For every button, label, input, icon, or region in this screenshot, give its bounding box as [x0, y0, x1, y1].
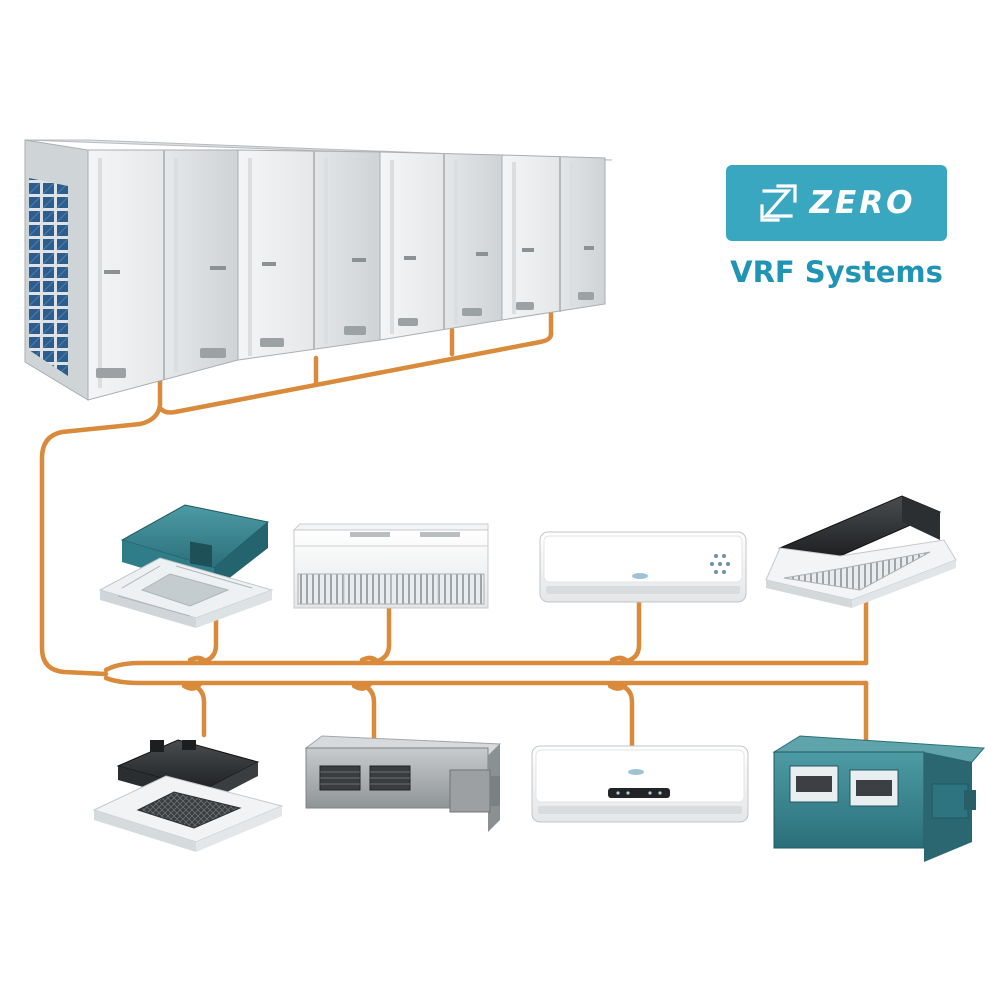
- ducted-unit-icon: [304, 735, 502, 832]
- brand-name: ZERO: [809, 185, 916, 221]
- compact-cassette-unit-icon: [92, 739, 284, 852]
- wall-mounted-unit-icon: [531, 745, 749, 823]
- brand-logo: ZERO: [726, 165, 947, 241]
- outdoor-module-3: [379, 151, 503, 341]
- one-way-cassette-unit-icon: [765, 495, 957, 608]
- outdoor-units: [24, 139, 613, 401]
- zero-z-mark-icon: [759, 184, 797, 222]
- wall-mounted-unit-icon: [539, 531, 747, 603]
- high-static-ducted-unit-icon: [772, 735, 986, 862]
- fan-grille-icon: [29, 178, 68, 376]
- four-way-cassette-unit-icon: [98, 504, 274, 628]
- page-subtitle: VRF Systems: [730, 255, 943, 289]
- outdoor-module-4: [501, 154, 606, 321]
- ceiling-floor-unit-icon: [292, 523, 489, 609]
